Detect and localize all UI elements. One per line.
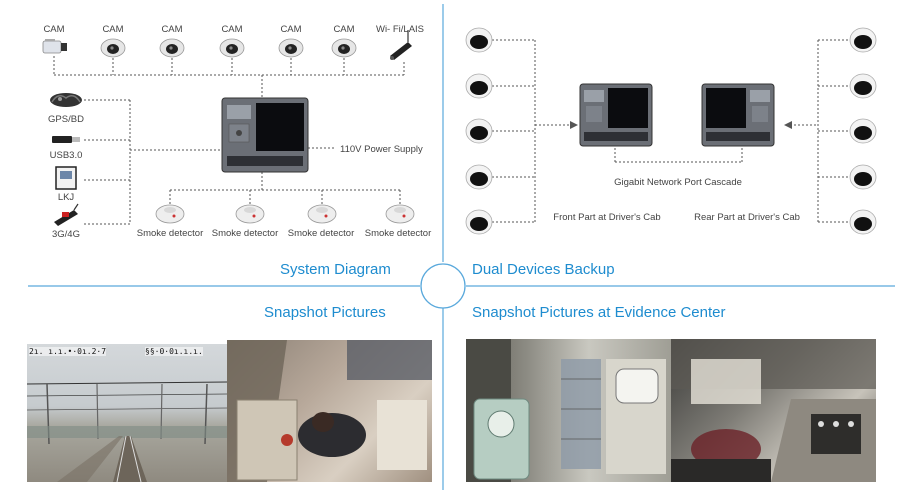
lkj-device-icon: [55, 166, 77, 190]
railway-track-photo: 2ı. ı.ı.•·0ı.2·7 §§·0·0ı.ı.ı.: [27, 344, 227, 482]
evidence-photo-corridor: [466, 339, 671, 482]
snapshot-pictures-title: Snapshot Pictures: [264, 304, 386, 321]
dome-camera-icon: [159, 38, 185, 58]
smoke-detector-label: Smoke detector: [136, 228, 204, 239]
cam-label: CAM: [102, 24, 124, 35]
railway-scene-drawing: [27, 381, 227, 482]
dome-camera-icon: [849, 209, 877, 235]
cam-label: CAM: [333, 24, 355, 35]
dome-camera-icon: [465, 73, 493, 99]
dual-devices-backup-title: Dual Devices Backup: [472, 261, 615, 278]
dome-camera-icon: [278, 38, 304, 58]
dvr-front-icon: [579, 83, 653, 147]
cam-label: CAM: [43, 24, 65, 35]
front-part-label: Front Part at Driver's Cab: [553, 212, 661, 223]
device-label-usb: USB3.0: [49, 150, 83, 161]
box-camera-icon: [42, 39, 67, 54]
control-panel-drawing: [671, 339, 876, 482]
device-label-gps: GPS/BD: [48, 114, 84, 125]
smoke-detector-label: Smoke detector: [364, 228, 432, 239]
photo-overlay-text-left: 2ı. ı.ı.•·0ı.2·7: [29, 347, 107, 356]
wifi-label: Wi- Fi/LAIS: [375, 24, 425, 35]
dome-camera-icon: [849, 118, 877, 144]
device-label-3g4g: 3G/4G: [52, 229, 80, 240]
smoke-detector-label: Smoke detector: [211, 228, 279, 239]
evidence-photo-cab: [671, 339, 876, 482]
gps-antenna-icon: [50, 93, 82, 107]
dome-camera-icon: [849, 164, 877, 190]
corridor-scene-drawing: [466, 339, 666, 482]
power-supply-label: 110V Power Supply: [340, 144, 423, 155]
dome-camera-icon: [849, 27, 877, 53]
usb-drive-icon: [52, 136, 80, 143]
cam-label: CAM: [280, 24, 302, 35]
dome-camera-icon: [849, 73, 877, 99]
cascade-label: Gigabit Network Port Cascade: [614, 177, 742, 188]
rear-part-label: Rear Part at Driver's Cab: [694, 212, 800, 223]
dvr-rear-icon: [701, 83, 775, 147]
dome-camera-icon: [465, 27, 493, 53]
cam-label: CAM: [221, 24, 243, 35]
wifi-antenna-icon: [390, 30, 412, 60]
center-circle: [420, 263, 466, 309]
smoke-detector-icon: [155, 204, 185, 224]
dome-camera-icon: [465, 118, 493, 144]
dome-camera-icon: [465, 209, 493, 235]
smoke-detector-icon: [307, 204, 337, 224]
device-label-lkj: LKJ: [57, 192, 75, 203]
cab-scene-drawing: [227, 340, 432, 482]
dvr-device-icon: [221, 97, 309, 173]
dome-camera-icon: [100, 38, 126, 58]
cam-label: CAM: [161, 24, 183, 35]
dome-camera-icon: [465, 164, 493, 190]
smoke-detector-label: Smoke detector: [287, 228, 355, 239]
smoke-detector-icon: [385, 204, 415, 224]
cab-interior-photo: [227, 340, 432, 482]
smoke-detector-icon: [235, 204, 265, 224]
evidence-center-title: Snapshot Pictures at Evidence Center: [472, 304, 726, 321]
system-diagram-title: System Diagram: [280, 261, 391, 278]
dome-camera-icon: [331, 38, 357, 58]
wireless-modem-icon: [54, 203, 79, 226]
photo-overlay-text-right: §§·0·0ı.ı.ı.: [145, 347, 203, 356]
dome-camera-icon: [219, 38, 245, 58]
